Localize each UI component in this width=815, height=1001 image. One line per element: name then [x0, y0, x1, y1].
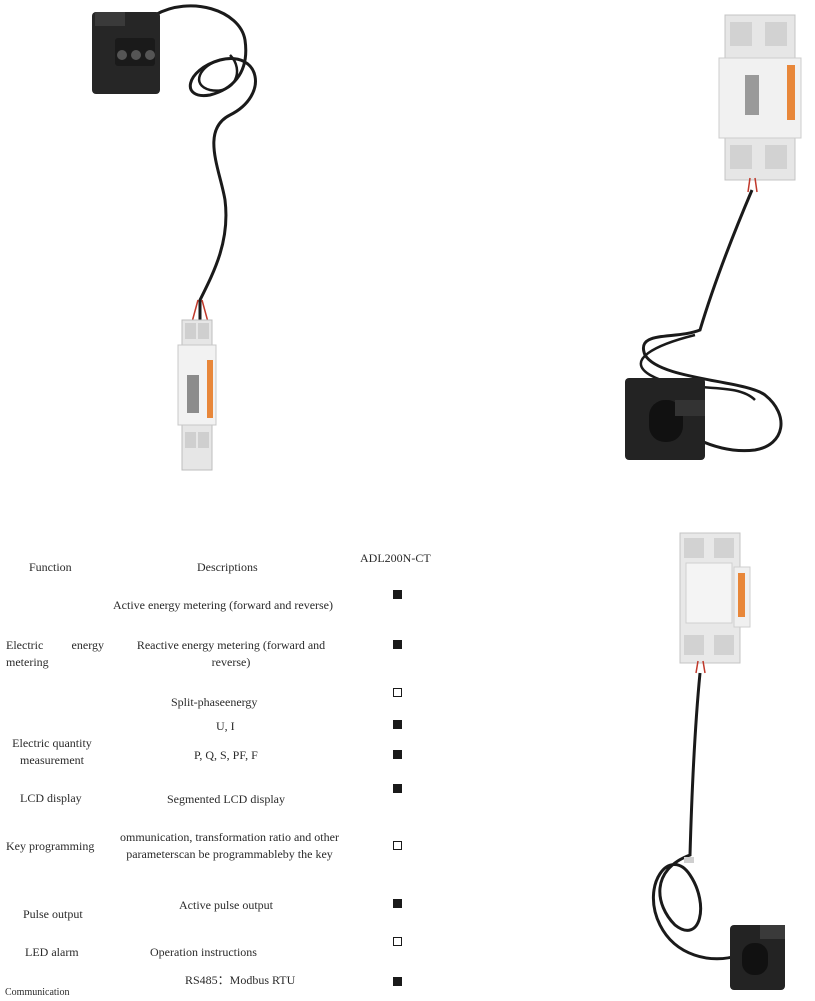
ct-clamp-icon [730, 925, 785, 990]
row-description: Reactive energy metering (forward and re… [136, 638, 326, 669]
function-electric-quantity: Electric quantity measurement [12, 736, 92, 767]
row-description: Operation instructions [150, 945, 257, 959]
row-description: Active pulse output [179, 898, 273, 912]
support-mark-empty [393, 841, 402, 850]
function-pulse: Pulse output [23, 907, 83, 921]
function-lcd: LCD display [20, 791, 82, 805]
row-description: U, I [216, 719, 235, 733]
row-description: P, Q, S, PF, F [194, 748, 258, 762]
header-model: ADL200N-CT [360, 551, 431, 565]
header-function: Function [29, 560, 72, 574]
function-communication: Communication [5, 987, 70, 998]
din-meter-icon [718, 14, 802, 181]
support-mark-filled [393, 640, 402, 649]
support-mark-filled [393, 784, 402, 793]
function-key: Key programming [6, 839, 95, 853]
support-mark-filled [393, 720, 402, 729]
support-mark-filled [393, 590, 402, 599]
product-photo-1 [70, 0, 290, 480]
support-mark-filled [393, 977, 402, 986]
product-photo-2 [615, 0, 815, 470]
function-led: LED alarm [25, 945, 79, 959]
din-meter-icon [177, 319, 217, 471]
row-description: RS485：Modbus RTU [185, 973, 296, 987]
support-mark-filled [393, 750, 402, 759]
row-description: Active energy metering (forward and reve… [113, 598, 334, 612]
row-description: Segmented LCD display [167, 792, 285, 806]
ct-clamp-icon [625, 378, 705, 460]
din-meter-icon [679, 532, 751, 664]
support-mark-filled [393, 899, 402, 908]
product-photo-3 [630, 525, 815, 1000]
row-description: Split-phaseenergy [171, 695, 258, 709]
ct-clamp-icon [92, 12, 160, 94]
header-descriptions: Descriptions [197, 560, 258, 574]
row-description: ommunication, transformation ratio and o… [120, 830, 339, 861]
support-mark-empty [393, 688, 402, 697]
function-electric-energy: Electric energy metering [6, 638, 104, 669]
support-mark-empty [393, 937, 402, 946]
